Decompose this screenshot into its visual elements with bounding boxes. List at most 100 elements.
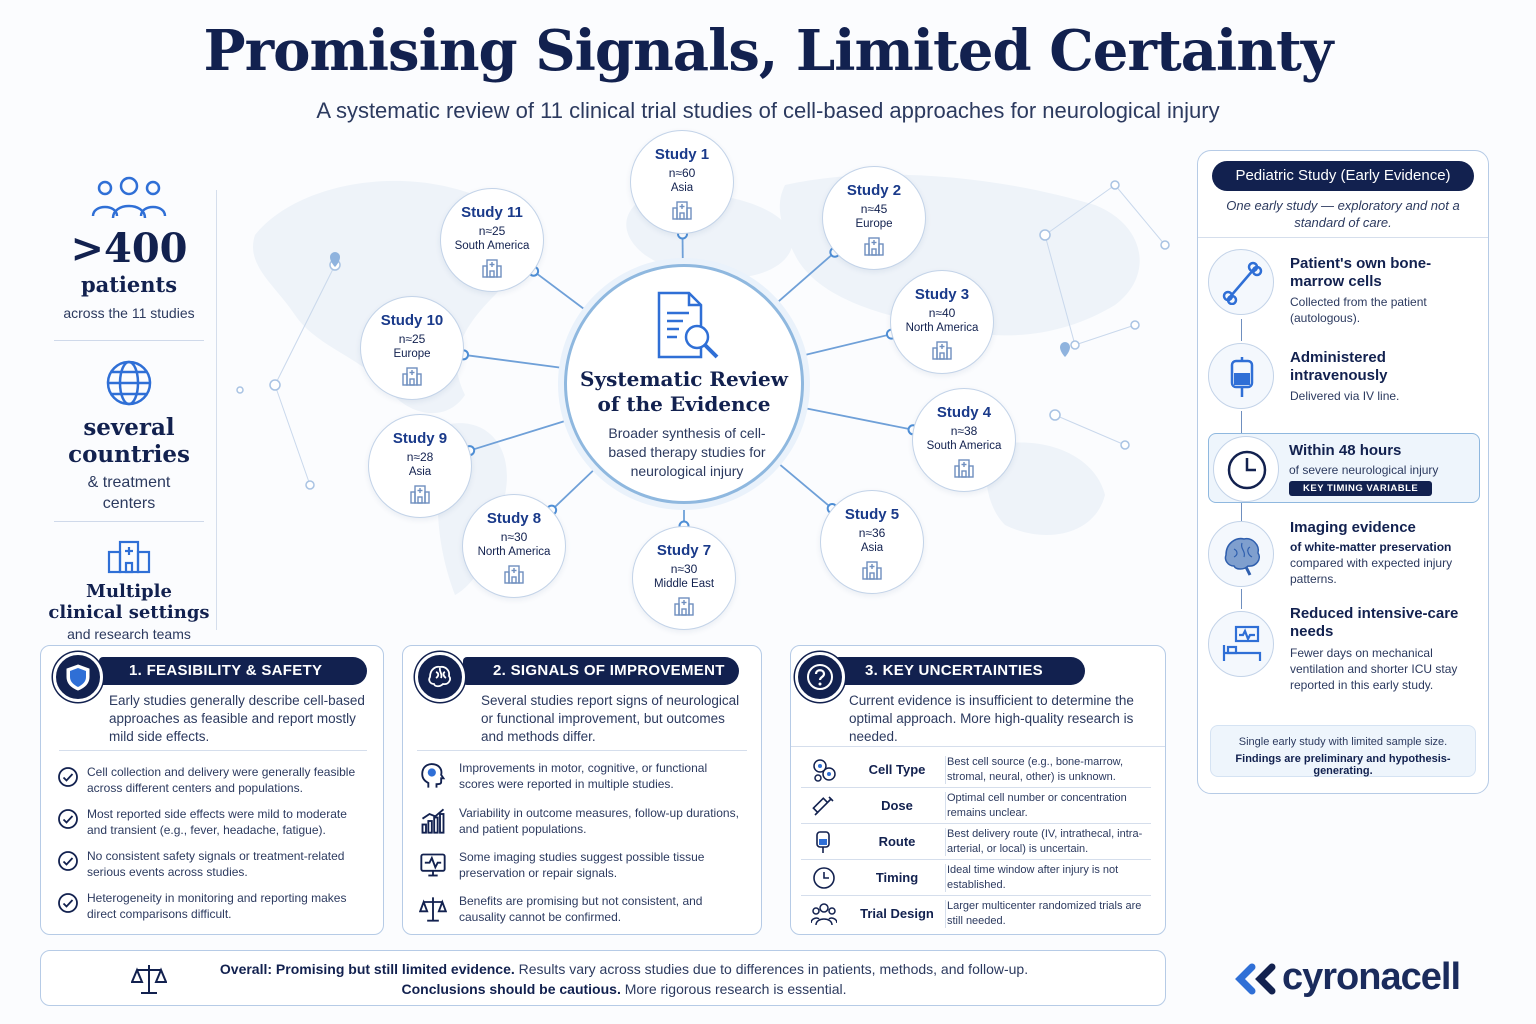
summary-line-2: Conclusions should be cautious. More rig… xyxy=(401,981,847,997)
study-sample-size: n≈38 xyxy=(950,424,978,438)
step-title: Imaging evidence xyxy=(1290,519,1416,536)
key-timing-badge: KEY TIMING VARIABLE xyxy=(1289,481,1433,496)
flow-arrow xyxy=(1241,411,1242,433)
patients-group-icon xyxy=(91,176,167,219)
step-title: Reduced intensive-care needs xyxy=(1290,605,1459,640)
step-desc: compared with expected injury patterns. xyxy=(1290,556,1453,586)
study-sample-size: n≈30 xyxy=(500,530,528,544)
check-circle-icon xyxy=(58,851,78,871)
divider xyxy=(945,756,946,784)
pediatric-subheading: One early study — exploratory and not a … xyxy=(1226,198,1460,230)
building-icon xyxy=(672,201,692,220)
stat-countries-label: countries xyxy=(68,441,190,468)
stat-countries: several countries & treatment centers xyxy=(40,341,218,521)
signals-improvement-panel: 2. SIGNALS OF IMPROVEMENT Several studie… xyxy=(402,645,762,935)
step-desc: Collected from the patient (autologous). xyxy=(1290,295,1427,325)
stat-countries-sub: & treatment centers xyxy=(87,474,171,512)
flow-arrow xyxy=(1241,319,1242,341)
building-icon xyxy=(402,367,422,386)
clock-icon xyxy=(1227,450,1267,490)
flow-arrow xyxy=(1241,589,1242,609)
building-icon xyxy=(410,485,430,504)
hospital-icon xyxy=(107,540,151,574)
feasibility-item: No consistent safety signals or treatmen… xyxy=(87,849,345,879)
key-uncertainties-panel: 3. KEY UNCERTAINTIES Current evidence is… xyxy=(790,645,1166,935)
stat-divider xyxy=(54,340,204,341)
study-sample-size: n≈60 xyxy=(668,166,696,180)
document-search-icon xyxy=(657,291,719,359)
study-name: Study 5 xyxy=(844,506,900,523)
study-region: Asia xyxy=(860,542,884,554)
building-icon xyxy=(504,565,524,584)
study-sample-size: n≈28 xyxy=(406,450,434,464)
stat-settings-label: clinical settings xyxy=(48,602,210,623)
pediatric-caveat-note: Single early study with limited sample s… xyxy=(1210,725,1476,777)
icu-bed-icon xyxy=(1222,625,1262,661)
step-bold-desc: of white-matter preservation xyxy=(1290,540,1452,554)
overall-summary-bar: Overall: Promising but still limited evi… xyxy=(40,950,1166,1006)
brand-logo: cyronacell xyxy=(1230,954,1490,1002)
uncertainty-label: Trial Design xyxy=(860,906,934,921)
building-icon xyxy=(932,341,952,360)
study-region: South America xyxy=(454,240,530,252)
bone-icon xyxy=(1222,261,1263,305)
uncertainty-desc: Ideal time window after injury is not es… xyxy=(947,864,1119,891)
pediatric-study-panel: Pediatric Study (Early Evidence) One ear… xyxy=(1197,150,1489,794)
signals-intro: Several studies report signs of neurolog… xyxy=(481,693,740,744)
page-subtitle: A systematic review of 11 clinical trial… xyxy=(316,98,1220,123)
stat-countries-value: several xyxy=(83,414,175,441)
brain-badge xyxy=(415,652,465,702)
brand-name: cyronacell xyxy=(1282,956,1461,998)
feasibility-title: 1. FEASIBILITY & SAFETY xyxy=(99,657,367,685)
signal-item: Variability in outcome measures, follow-… xyxy=(459,806,739,836)
building-icon xyxy=(954,459,974,478)
uncertainty-row: Route Best delivery route (IV, intratheca… xyxy=(801,824,1151,860)
shield-icon xyxy=(66,664,90,691)
study-name: Study 7 xyxy=(656,542,712,559)
question-badge xyxy=(795,652,845,702)
study-name: Study 10 xyxy=(380,312,444,329)
feasibility-item: Most reported side effects were mild to … xyxy=(87,807,347,837)
study-name: Study 3 xyxy=(914,286,970,303)
stat-patients-sub: across the 11 studies xyxy=(63,305,195,321)
divider xyxy=(945,792,946,820)
check-circle-icon xyxy=(58,809,78,829)
summary-line-1: Overall: Promising but still limited evi… xyxy=(219,961,1029,977)
divider xyxy=(59,750,367,751)
question-icon xyxy=(807,664,833,690)
building-icon xyxy=(674,597,694,616)
study-sample-size: n≈30 xyxy=(670,562,698,576)
scale-icon xyxy=(419,897,447,922)
study-region: South America xyxy=(926,440,1002,452)
uncertainty-label: Route xyxy=(878,834,916,849)
stat-divider xyxy=(54,521,204,522)
stat-patients-label: patients xyxy=(80,272,178,297)
study-region: North America xyxy=(905,322,979,334)
signal-item: Benefits are promising but not consisten… xyxy=(459,894,703,924)
divider xyxy=(791,746,1165,747)
monitor-pulse-icon xyxy=(420,853,446,877)
uncertainty-label: Cell Type xyxy=(868,762,926,777)
shield-badge xyxy=(53,652,103,702)
caveat-line-1: Single early study with limited sample s… xyxy=(1238,736,1448,748)
stat-settings: Multiple clinical settings and research … xyxy=(40,522,218,642)
study-region: North America xyxy=(477,546,551,558)
divider xyxy=(417,750,747,751)
study-name: Study 4 xyxy=(936,404,992,421)
scale-icon xyxy=(131,965,167,994)
stat-patients-value: >400 xyxy=(70,225,188,272)
step-desc: of severe neurological injury xyxy=(1289,463,1439,477)
stats-divider-line xyxy=(216,190,217,630)
uncertainty-desc: Best delivery route (IV, intrathecal, in… xyxy=(947,828,1143,855)
divider xyxy=(945,828,946,856)
